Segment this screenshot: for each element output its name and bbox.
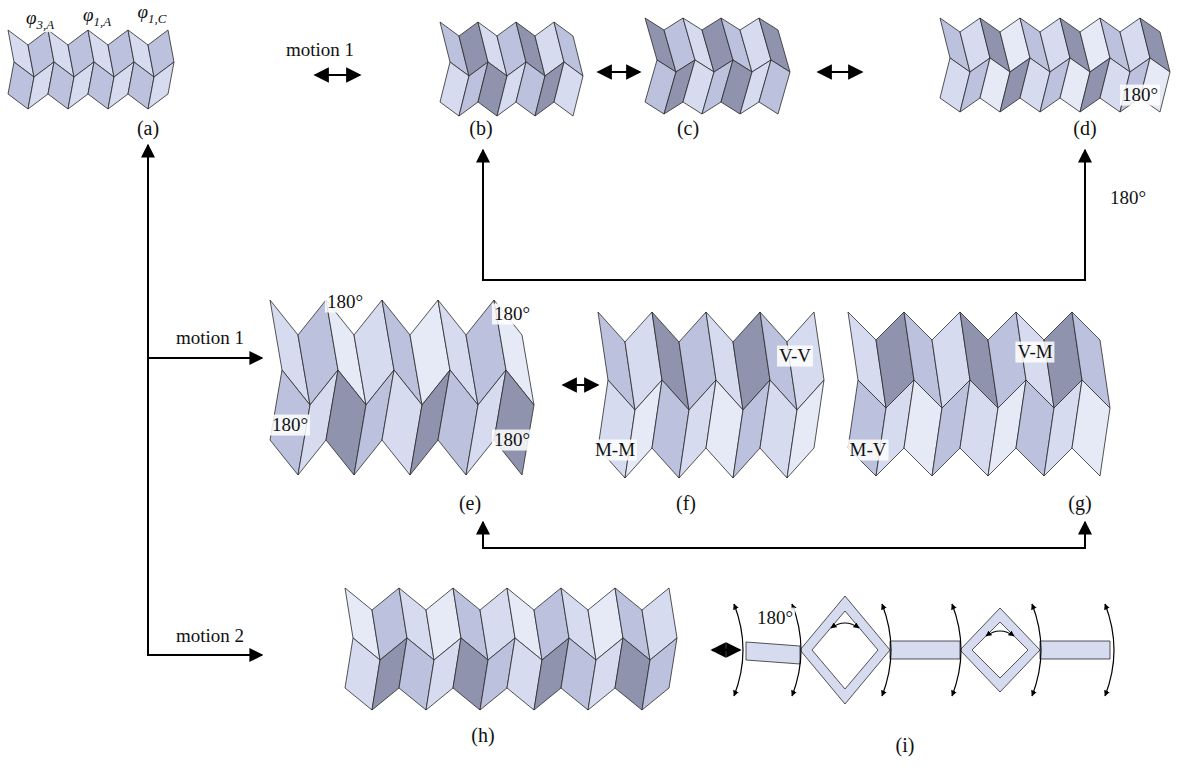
double-arrow [598, 71, 640, 73]
figure-label: M-M [593, 440, 637, 461]
figure-label: (h) [471, 724, 494, 746]
double-arrow [315, 74, 360, 76]
figure-label: (d) [1073, 117, 1096, 139]
angle-symbol: φ [26, 7, 37, 28]
angle-subscript: 1,A [93, 14, 111, 29]
folded-pattern [345, 588, 677, 710]
figure-label: V-V [777, 346, 813, 367]
origami-facet [1072, 380, 1110, 476]
figure-label: (i) [896, 734, 915, 756]
bracket-arrow [483, 522, 1085, 548]
figure-label: (c) [677, 117, 699, 139]
double-arrow [563, 384, 598, 386]
figure-label: (a) [137, 117, 159, 139]
figure-label: M-V [848, 440, 889, 461]
rotation-arrow [831, 623, 859, 628]
figure-label: 180° [1120, 85, 1160, 106]
double-arrow [712, 649, 740, 651]
top-view-chain [734, 596, 1114, 704]
double-arrow [818, 71, 862, 73]
angle-subscript: 1,C [148, 11, 166, 26]
figure-label: 180° [270, 415, 310, 436]
figure-label: 180° [325, 292, 365, 313]
branch-arrow [148, 357, 262, 359]
origami-facet [148, 62, 174, 109]
figure-label: (g) [1068, 492, 1091, 514]
figure-label: motion 1 [176, 328, 244, 349]
bracket-arrow [148, 145, 262, 655]
folded-pattern [8, 30, 174, 109]
figure-label: motion 1 [286, 40, 354, 61]
diamond-loop [812, 611, 878, 689]
figure-label: (e) [459, 492, 481, 514]
figure-label: motion 2 [176, 626, 244, 647]
figure-label: 180° [755, 608, 795, 629]
figure-label: (f) [676, 492, 696, 514]
angle-subscript: 3,A [36, 17, 54, 32]
folded-pattern [270, 300, 534, 475]
rotation-arrow [882, 604, 891, 696]
folded-pattern [848, 312, 1110, 476]
figure-label: 180° [492, 430, 532, 451]
diamond-loop [800, 596, 890, 704]
angle-symbol: φ [138, 1, 149, 22]
rotation-arrow [1032, 604, 1041, 696]
diamond-loop [972, 622, 1028, 678]
figure-label: (b) [469, 117, 492, 139]
folded-pattern [940, 18, 1170, 112]
figure-label: 180° [492, 304, 532, 325]
flat-panel [746, 642, 800, 664]
origami-facet [642, 638, 677, 710]
rotation-arrow [1105, 604, 1114, 696]
figure-label: φ3,A [24, 8, 56, 32]
origami-facet [554, 62, 583, 116]
bracket-arrow [483, 150, 1085, 280]
flat-panel [1040, 641, 1110, 659]
angle-symbol: φ [83, 4, 94, 25]
figure-label: V-M [1015, 342, 1054, 363]
figure-label: φ1,A [81, 5, 113, 29]
rotation-arrow [952, 604, 961, 696]
origami-facet [787, 380, 824, 478]
folded-pattern [645, 18, 790, 114]
figure-label: φ1,C [136, 2, 169, 26]
folded-pattern [440, 22, 583, 116]
flat-panel [890, 641, 960, 659]
figure-label: 180° [1108, 188, 1148, 209]
rotation-arrow [986, 631, 1014, 636]
origami-facet [759, 60, 790, 114]
diamond-loop [960, 608, 1040, 692]
origami-facet [494, 370, 534, 475]
